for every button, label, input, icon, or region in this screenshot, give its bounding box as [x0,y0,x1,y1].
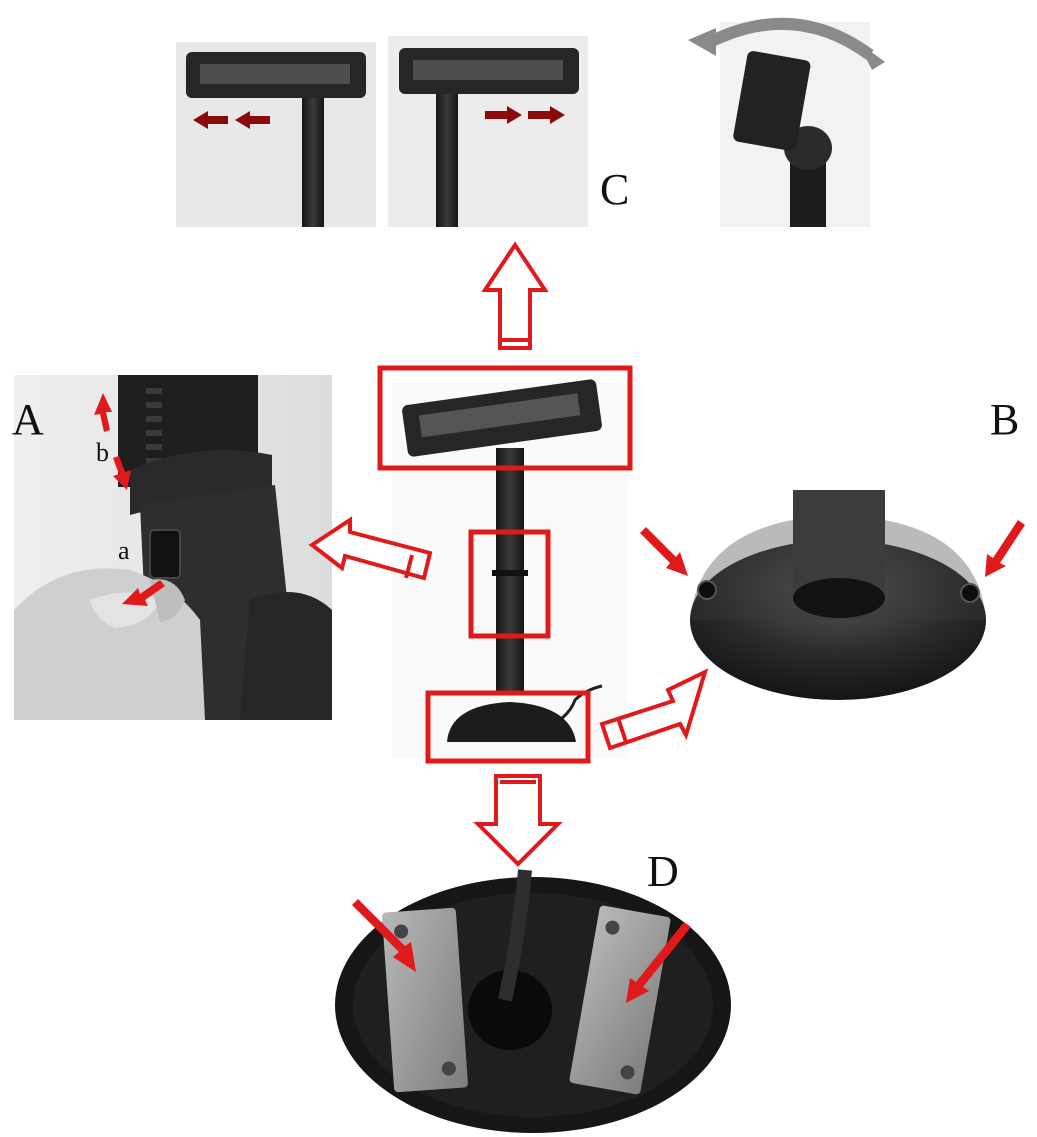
detail-label-a: a [118,536,130,565]
rotate-arrow-arc [707,17,874,60]
rotate-arrowhead-right [858,42,885,70]
panel-a-height-adjust [14,375,332,720]
arrow-to-panel-c [481,241,549,350]
mounting-hole-right [960,583,980,603]
panel-b-base-holes [640,490,1025,700]
panel-label-b: B [990,395,1020,444]
height-adjust-arrows [94,393,131,490]
highlight-base [425,690,591,764]
panel-c-slide-right [388,36,588,227]
latch-press-arrow [122,580,165,606]
arrow-to-panel-a [308,516,433,581]
weight-plate-right [569,905,671,1095]
base-dome [447,702,576,742]
display-pole [436,94,458,227]
panel-c-slide-left [176,42,376,227]
cable [498,869,532,1002]
panel-label-a: A [12,395,44,444]
weight-plate-arrows [352,899,691,1003]
slide-right-arrows [485,106,565,124]
base-dome [690,540,986,700]
slide-left-arrows [193,111,270,129]
panel-label-c: C [600,165,630,214]
highlight-display [377,365,633,471]
panel-d-base-underside [335,869,731,1133]
latch-button [149,529,181,579]
detail-label-b: b [96,438,109,467]
highlight-pole-latch [468,529,551,639]
panel-label-d: D [647,847,679,896]
arrow-to-panel-d [473,774,563,867]
arrow-to-panel-b [599,668,709,751]
weight-plate-left [382,907,468,1093]
mounting-hole-left [697,580,717,600]
rotated-display-head [733,51,811,151]
display-pole [302,98,324,227]
mounting-hole-arrows [640,520,1025,577]
rotate-arrowhead-left [688,28,716,56]
panel-c-rotate [688,17,885,227]
